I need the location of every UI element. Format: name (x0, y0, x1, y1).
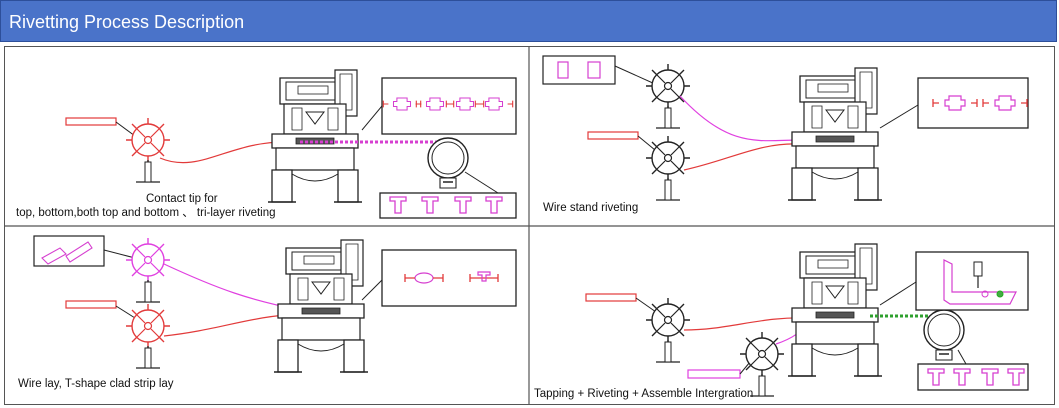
caption-tapping-integration: Tapping + Riveting + Assemble Intergrati… (534, 388, 753, 400)
panel-wire-stand: Wire stand riveting (542, 55, 1029, 214)
title-bar: Rivetting Process Description (0, 0, 1057, 42)
panel-wire-lay: Wire lay, T-shape clad strip lay (18, 235, 517, 390)
caption-contact-tip-line2: top, bottom,both top and bottom 、 tri-la… (16, 207, 276, 219)
panel-tapping-integration: Tapping + Riveting + Assemble Intergrati… (534, 243, 1029, 400)
caption-contact-tip-line1: Contact tip for (146, 193, 218, 205)
page-title: Rivetting Process Description (9, 12, 245, 32)
caption-wire-lay: Wire lay, T-shape clad strip lay (18, 378, 174, 390)
caption-wire-stand: Wire stand riveting (543, 202, 638, 214)
panel-contact-tip: Contact tip for top, bottom,both top and… (16, 69, 517, 219)
